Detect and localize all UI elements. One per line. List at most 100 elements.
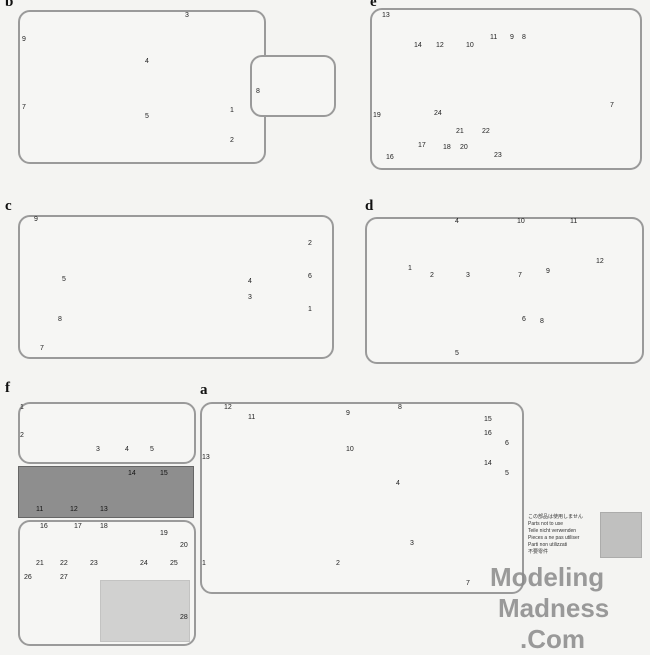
part-number: 28 [180,614,188,621]
part-number: 14 [414,42,422,49]
sprue-a-label: a [200,382,208,398]
part-number: 9 [546,268,550,275]
grey-parts-legend-swatch [600,512,642,558]
part-number: 4 [125,446,129,453]
part-number: 12 [596,258,604,265]
part-number: 18 [443,144,451,151]
sprue-b-canopy-frame [250,55,336,117]
part-number: 3 [185,12,189,19]
sprue-b-frame [18,10,266,164]
part-number: 21 [456,128,464,135]
part-number: 11 [570,218,578,225]
sprue-d-frame [365,217,644,364]
part-number: 10 [466,42,474,49]
part-number: 19 [373,112,381,119]
part-number: 5 [455,350,459,357]
part-number: 18 [100,523,108,530]
part-number: 2 [308,240,312,247]
part-number: 2 [230,137,234,144]
part-number: 17 [418,142,426,149]
part-number: 13 [202,454,210,461]
part-number: 9 [510,34,514,41]
sprue-f-label: f [5,380,10,396]
part-number: 6 [522,316,526,323]
part-number: 8 [398,404,402,411]
part-number: 7 [466,580,470,587]
sprue-a-frame [200,402,524,594]
sprue-d-label: d [365,198,374,214]
part-number: 27 [60,574,68,581]
part-number: 12 [436,42,444,49]
part-number: 11 [36,506,44,513]
part-number: 1 [202,560,206,567]
note-ja: この部品は使用しません [528,514,583,520]
part-number: 26 [24,574,32,581]
part-number: 3 [466,272,470,279]
watermark-logo: Modeling Madness .Com [490,562,609,655]
part-number: 13 [100,506,108,513]
part-number: 15 [484,416,492,423]
part-number: 5 [145,113,149,120]
part-number: 16 [40,523,48,530]
part-number: 19 [160,530,168,537]
part-number: 20 [460,144,468,151]
sprue-e-frame [370,8,642,170]
part-number: 17 [74,523,82,530]
part-number: 24 [140,560,148,567]
part-number: 11 [490,34,498,41]
part-number: 2 [336,560,340,567]
part-number: 10 [517,218,525,225]
part-number: 2 [20,432,24,439]
part-number: 23 [90,560,98,567]
part-number: 7 [22,104,26,111]
sprue-e-label: e [370,0,377,10]
part-number: 22 [482,128,490,135]
part-number: 4 [248,278,252,285]
part-number: 24 [434,110,442,117]
part-number: 1 [408,265,412,272]
sprue-b-label: b [5,0,14,10]
part-number: 4 [396,480,400,487]
part-number: 8 [522,34,526,41]
part-number: 2 [430,272,434,279]
part-number: 9 [22,36,26,43]
part-number: 8 [540,318,544,325]
sprue-f-frame-top [18,402,196,464]
part-number: 21 [36,560,44,567]
part-number: 15 [160,470,168,477]
note-fr: Pieces a ne pas utiliser [528,535,580,541]
part-number: 7 [610,102,614,109]
part-number: 7 [40,345,44,352]
part-number: 3 [410,540,414,547]
part-number: 14 [128,470,136,477]
part-number: 8 [58,316,62,323]
watermark-line1: Modeling [490,562,605,592]
part-number: 20 [180,542,188,549]
part-number: 7 [518,272,522,279]
watermark-line3: .Com [520,624,585,654]
part-number: 4 [455,218,459,225]
part-number: 5 [505,470,509,477]
part-number: 4 [145,58,149,65]
part-number: 25 [170,560,178,567]
sprue-f-grey-28 [100,580,190,642]
part-number: 1 [20,404,24,411]
sprue-f-frame-bottom [18,520,196,646]
note-de: Teile nicht verwenden [528,528,577,534]
part-number: 13 [382,12,390,19]
part-number: 12 [224,404,232,411]
part-number: 11 [248,414,256,421]
part-number: 5 [62,276,66,283]
part-number: 16 [484,430,492,437]
part-number: 6 [505,440,509,447]
part-number: 3 [248,294,252,301]
part-number: 1 [308,306,312,313]
sprue-f-grey-parts [18,466,194,518]
part-number: 10 [346,446,354,453]
part-number: 9 [346,410,350,417]
part-number: 16 [386,154,394,161]
part-number: 1 [230,107,234,114]
watermark-line2: Madness [498,593,610,623]
note-en: Parts not to use [528,521,564,527]
part-number: 9 [34,216,38,223]
